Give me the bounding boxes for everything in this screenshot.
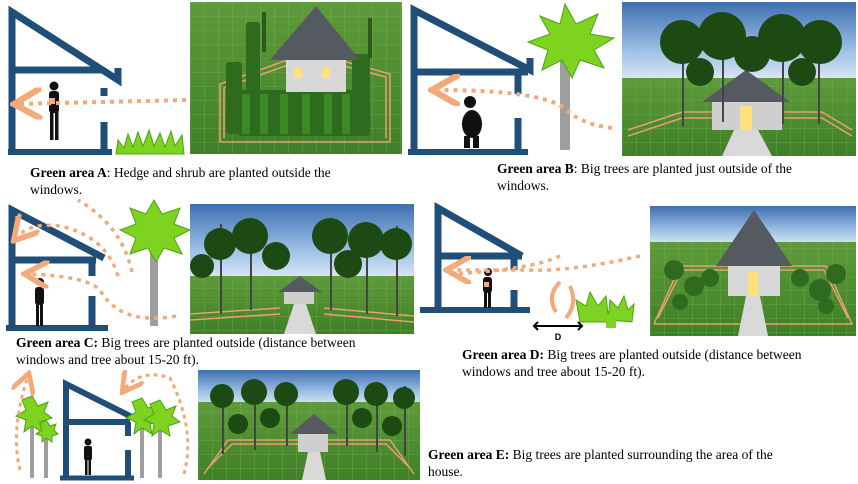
area-d-diagram: D [410, 196, 650, 342]
area-e-text: Big trees are planted surrounding the ar… [428, 447, 773, 479]
area-a-title: Green area A [30, 165, 107, 180]
area-b-diagram [400, 0, 622, 160]
tree-canopy [526, 2, 616, 80]
house-outline [8, 5, 122, 152]
big-trees [210, 379, 415, 456]
area-e-caption: Green area E: Big trees are planted surr… [428, 446, 800, 480]
house [278, 276, 322, 334]
tree-trunk [560, 50, 570, 150]
person-silhouette [462, 96, 482, 148]
area-c-diagram [0, 196, 190, 334]
area-a-diagram [0, 0, 190, 160]
circulation-arrow [549, 280, 576, 320]
area-b-title: Green area B [497, 161, 574, 176]
area-b-caption: Green area B: Big trees are planted just… [497, 161, 792, 193]
airflow-arrow [436, 90, 613, 130]
trees-left [14, 395, 59, 478]
area-c-caption: Green area C: Big trees are planted outs… [16, 334, 396, 368]
person-silhouette [483, 268, 492, 308]
trees [664, 260, 846, 314]
area-d-title: Green area D: [462, 347, 544, 362]
area-b-text: Big trees are planted just outside of th… [497, 161, 792, 193]
shrub-trees [575, 290, 635, 323]
area-c-title: Green area C: [16, 335, 98, 350]
house [716, 210, 792, 336]
distance-label: D [555, 332, 562, 342]
airflow-arrow-upper [16, 225, 120, 277]
airflow-arrow-left [16, 376, 28, 471]
area-d-text: Big trees are planted outside (distance … [462, 347, 802, 379]
area-c-text: Big trees are planted outside (distance … [16, 335, 356, 367]
airflow-arrow [28, 274, 177, 320]
house [270, 6, 360, 92]
tree-canopy [118, 198, 190, 264]
person-silhouette [35, 278, 44, 326]
area-b-render [622, 2, 856, 156]
airflow-arrow [450, 254, 641, 270]
area-a-text: Hedge and shrub are planted outside the … [30, 165, 331, 197]
house [290, 414, 338, 480]
area-a-caption: Green area A: Hedge and shrub are plante… [30, 165, 331, 197]
tree-trunk [150, 246, 158, 326]
distance-marker [532, 321, 584, 331]
big-trees [660, 12, 842, 126]
person-silhouette [84, 438, 92, 475]
hedge-shrub [115, 128, 185, 155]
area-e-diagram [0, 370, 196, 482]
area-e-render [198, 370, 420, 480]
area-a-render [190, 2, 402, 154]
trees-right [124, 397, 182, 478]
area-c-render [190, 204, 414, 334]
area-d-caption: Green area D: Big trees are planted outs… [462, 346, 848, 380]
person-silhouette [49, 81, 59, 140]
area-e-title: Green area E: [428, 447, 510, 462]
airflow-arrow [18, 100, 187, 104]
big-trees [190, 218, 412, 316]
area-d-render [650, 206, 856, 336]
